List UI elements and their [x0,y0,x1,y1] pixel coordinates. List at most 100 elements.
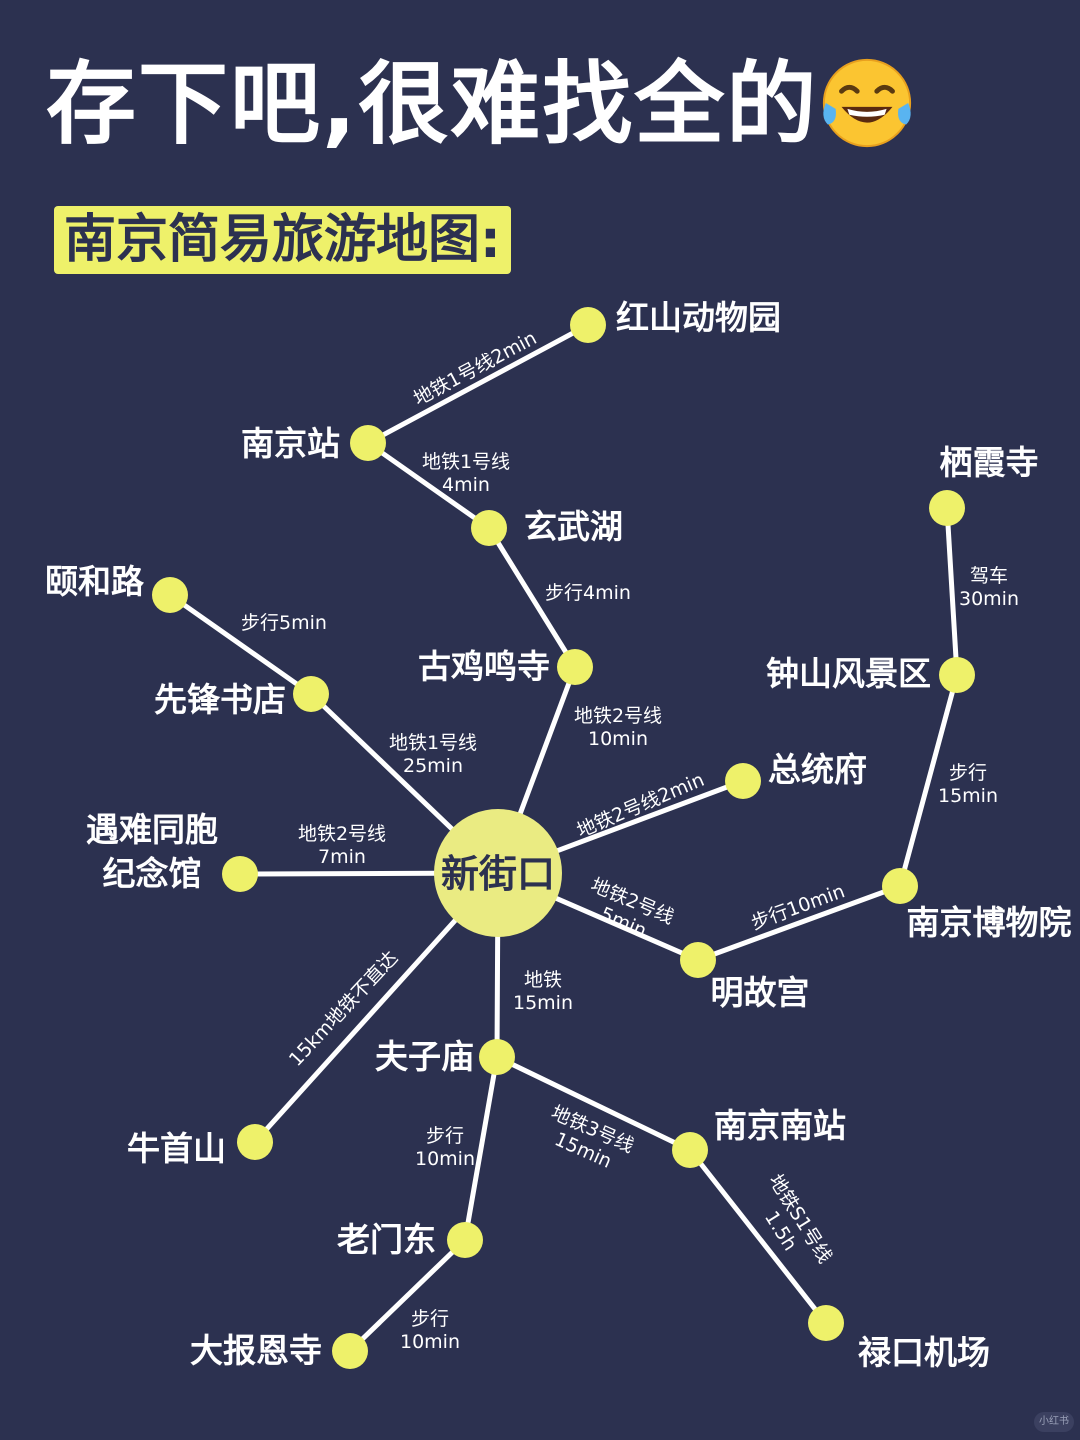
route-label-text: 步行4min [545,582,631,604]
station-label-yiheru: 颐和路 [45,562,145,601]
station-label-yunan-1: 遇难同胞 [86,810,218,849]
route-line-nanjingzhan-xuanwuhu [365,440,492,531]
route-label-text: 10min [588,728,648,750]
route-line-laomendong-dabaoensi [347,1237,468,1354]
station-node-xuanwuhu [471,510,507,546]
station-label-zhongshan: 钟山风景区 [766,654,931,693]
route-label-text: 地铁2号线 [298,823,386,845]
route-label-text: 驾车 [970,565,1008,587]
station-node-minggugong [680,942,716,978]
station-node-lukou [808,1305,844,1341]
route-label-hub-zongtongfu: 地铁2号线2min [574,769,708,842]
station-node-dabaoensi [332,1333,368,1369]
route-label-laomendong-dabaoensi: 步行10min [400,1308,460,1353]
station-label-jimingsi: 古鸡鸣寺 [418,647,550,686]
route-label-fuzimiao-laomendong: 步行10min [415,1125,475,1170]
route-label-text: 4min [442,474,490,496]
route-line-minggugong-bowuyuan [695,883,903,963]
station-node-fuzimiao [479,1039,515,1075]
route-label-text: 地铁2号线2min [574,769,708,842]
watermark-text: 小红书 [1039,1416,1069,1427]
station-nodes [152,307,975,1369]
station-node-hongshan [570,307,606,343]
station-node-niushoushan [237,1124,273,1160]
page-title-text: 存下吧,很难找全的 [46,52,819,157]
route-label-text: 地铁 [524,969,562,991]
station-node-yunan [222,856,258,892]
route-label-text: 30min [959,588,1019,610]
station-node-laomendong [447,1222,483,1258]
station-label-laomendong: 老门东 [337,1220,436,1259]
route-line-fuzimiao-laomendong [462,1054,500,1243]
route-label-text: 步行 [949,762,987,784]
route-label-text: 步行10min [748,880,848,934]
station-label-fuzimiao: 夫子庙 [375,1037,474,1076]
route-line-qixiasi-zhongshan [944,505,960,678]
map-subtitle: 南京简易旅游地图: [54,206,511,274]
station-label-xianfeng: 先锋书店 [154,680,286,719]
hub-node-xinjiekou [434,809,562,937]
station-label-nanjingnan: 南京南站 [714,1106,846,1145]
route-line-xuanwuhu-jimingsi [486,525,578,670]
route-line-zhongshan-bowuyuan [897,672,960,889]
route-labels: 地铁1号线2min地铁1号线4min步行4min步行5min地铁1号线25min… [241,327,1019,1353]
station-label-yunan-2: 纪念馆 [103,854,202,893]
route-label-text: 步行5min [241,612,327,634]
station-label-bowuyuan: 南京博物院 [907,903,1072,942]
station-label-lukou: 禄口机场 [858,1333,990,1372]
station-label-qixiasi: 栖霞寺 [940,443,1039,482]
face-with-tears-of-joy-icon [822,58,912,148]
route-label-text: 10min [400,1331,460,1353]
route-label-text: 步行 [411,1308,449,1330]
route-label-text: 地铁1号线2min [410,327,540,410]
station-node-nanjingzhan [350,425,386,461]
route-line-yiheru-xianfeng [167,592,314,697]
route-label-text: 地铁1号线 [389,732,477,754]
page-title: 存下吧,很难找全的 [46,50,818,160]
station-label-niushoushan: 牛首山 [127,1129,226,1168]
station-label-zongtongfu: 总统府 [768,750,867,789]
station-label-hongshan: 红山动物园 [616,298,781,337]
station-node-bowuyuan [882,868,918,904]
station-label-dabaoensi: 大报恩寺 [190,1331,322,1370]
route-line-nanjingzhan-hongshan [365,322,591,446]
route-line-fuzimiao-nanjingnan [494,1054,693,1153]
station-node-zhongshan [939,657,975,693]
station-label-minggugong: 明故宫 [711,973,810,1012]
route-label-text: 7min [318,846,366,868]
station-node-zongtongfu [725,763,761,799]
station-label-xuanwuhu: 玄武湖 [524,507,623,546]
route-label-text: 地铁2号线 [574,705,662,727]
station-node-nanjingnan [672,1132,708,1168]
station-node-jimingsi [557,649,593,685]
route-line-nanjingnan-lukou [687,1147,829,1326]
watermark: 小红书 [1034,1412,1074,1432]
route-label-yiheru-xianfeng: 步行5min [241,612,327,634]
route-label-text: 地铁1号线 [422,451,510,473]
route-label-minggugong-bowuyuan: 步行10min [748,880,848,934]
route-label-nanjingzhan-hongshan: 地铁1号线2min [410,327,540,410]
route-label-text: 25min [403,755,463,777]
station-node-xianfeng [293,676,329,712]
station-label-nanjingzhan: 南京站 [241,424,340,463]
route-label-text: 步行 [426,1125,464,1147]
route-label-text: 10min [415,1148,475,1170]
route-lines [167,322,960,1354]
hub-label-xinjiekou: 新街口 [441,852,555,896]
route-label-text: 15min [938,785,998,807]
map-subtitle-text: 南京简易旅游地图: [64,210,501,270]
route-label-text: 15min [513,992,573,1014]
route-label-xuanwuhu-jimingsi: 步行4min [545,582,631,604]
station-node-yiheru [152,577,188,613]
station-node-qixiasi [929,490,965,526]
